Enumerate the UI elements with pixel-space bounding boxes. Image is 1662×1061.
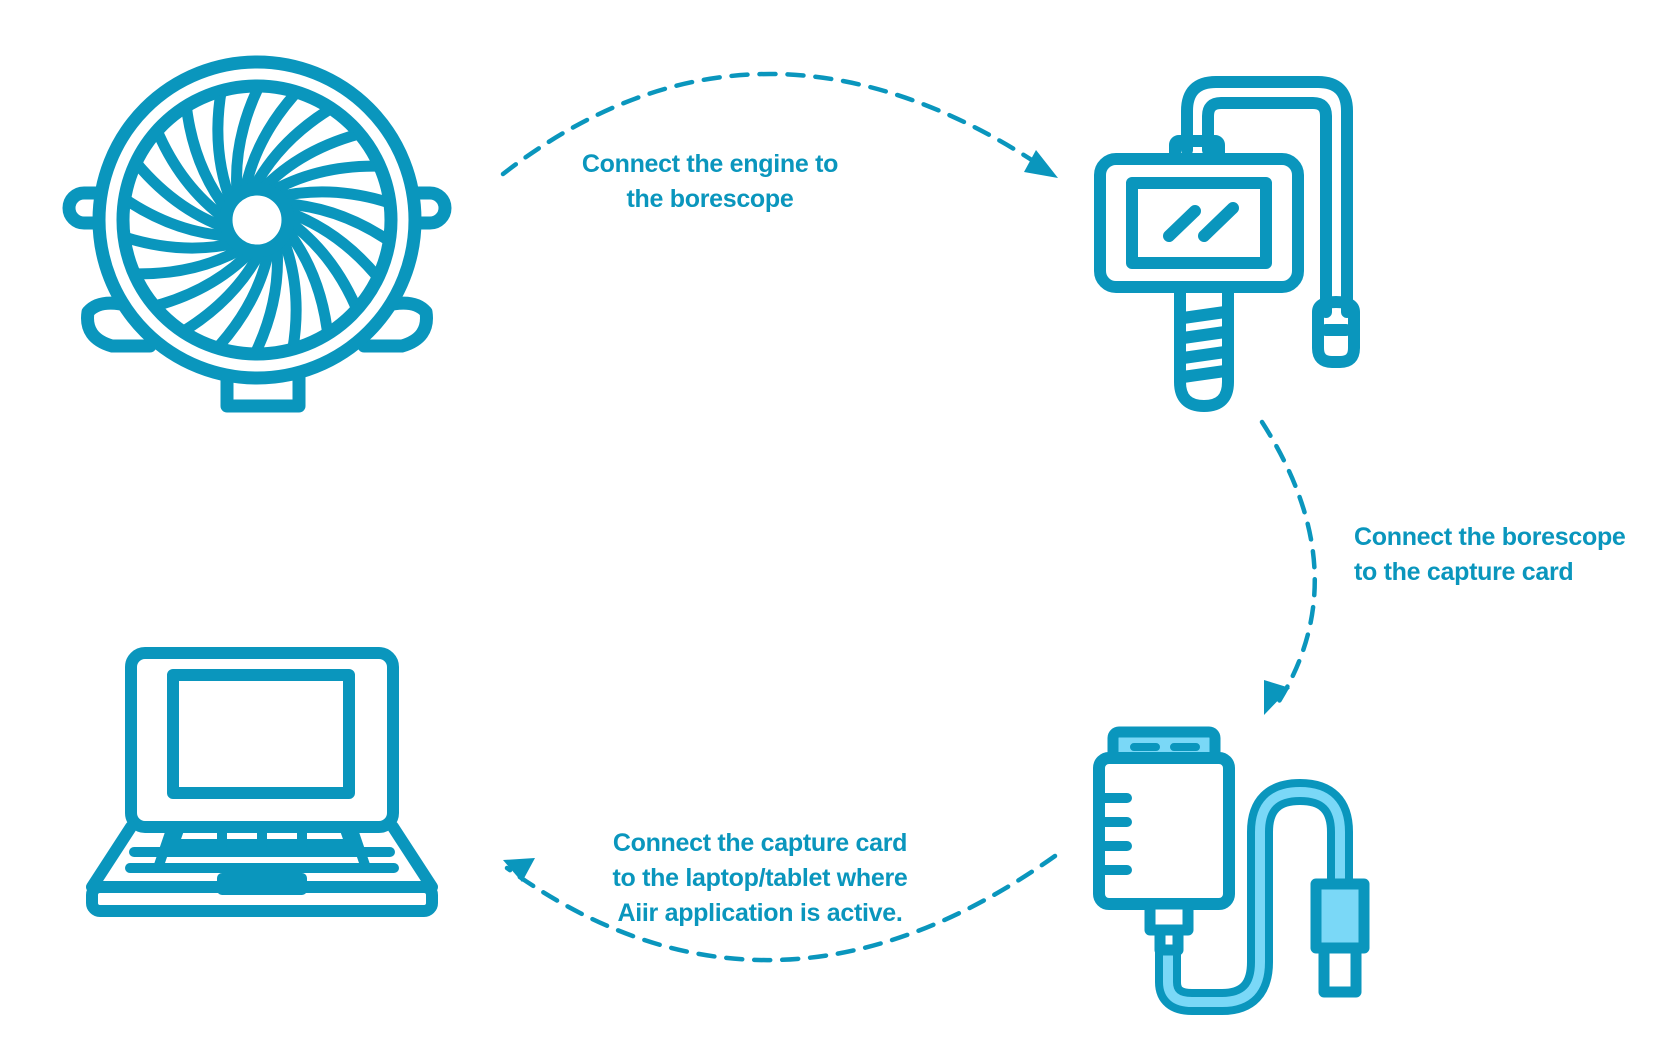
fan-blade bbox=[280, 223, 334, 346]
arrow-engine-to-borescope bbox=[500, 71, 1058, 178]
fan-blade bbox=[280, 206, 387, 289]
fan-blade bbox=[149, 119, 233, 226]
fan-blade bbox=[276, 198, 387, 251]
jet-engine-icon bbox=[62, 55, 452, 413]
fan-blade bbox=[212, 90, 238, 210]
label-line: to the capture card bbox=[1354, 558, 1574, 586]
fan-blade bbox=[180, 94, 234, 217]
label-line: Connect the engine to bbox=[581, 150, 839, 178]
label-line: Connect the borescope bbox=[1354, 523, 1626, 551]
arrow-head-icon bbox=[1024, 150, 1058, 178]
arrow-head-icon bbox=[1264, 680, 1290, 715]
fan-blade bbox=[127, 241, 250, 280]
capture-card-icon bbox=[1093, 726, 1370, 1015]
fan-blade bbox=[207, 241, 275, 350]
label-line: to the laptop/tablet where bbox=[612, 864, 908, 892]
fan-blade bbox=[127, 229, 243, 254]
step-label-engine-to-borescope: Connect the engine to the borescope bbox=[560, 147, 860, 217]
fan-blade bbox=[247, 99, 343, 196]
fan-blade bbox=[255, 126, 372, 196]
arrow-borescope-to-capture-card bbox=[1259, 419, 1317, 715]
fan-blade bbox=[281, 214, 365, 321]
fan-blade bbox=[246, 237, 283, 350]
label-line: Aiir application is active. bbox=[617, 899, 903, 927]
fan-blade bbox=[271, 186, 387, 211]
step-label-borescope-to-capture-card: Connect the borescope to the capture car… bbox=[1354, 520, 1626, 590]
fan-blade bbox=[127, 151, 234, 234]
arrow-head-icon bbox=[503, 858, 535, 882]
fan-blade bbox=[264, 160, 387, 199]
fan-blade bbox=[276, 230, 302, 350]
step-label-capture-card-to-laptop: Connect the capture card to the laptop/t… bbox=[590, 826, 930, 931]
borescope-icon bbox=[1094, 76, 1360, 412]
label-line: Connect the capture card bbox=[612, 829, 908, 857]
arrow-capture-card-to-laptop bbox=[503, 853, 1058, 963]
laptop-icon bbox=[86, 647, 438, 917]
label-line: the borescope bbox=[626, 185, 794, 213]
fan-blade bbox=[171, 244, 267, 341]
fan-blade bbox=[127, 189, 238, 242]
fan-blade bbox=[142, 244, 259, 314]
fan-blade bbox=[231, 90, 268, 203]
fan-blade bbox=[239, 90, 307, 199]
